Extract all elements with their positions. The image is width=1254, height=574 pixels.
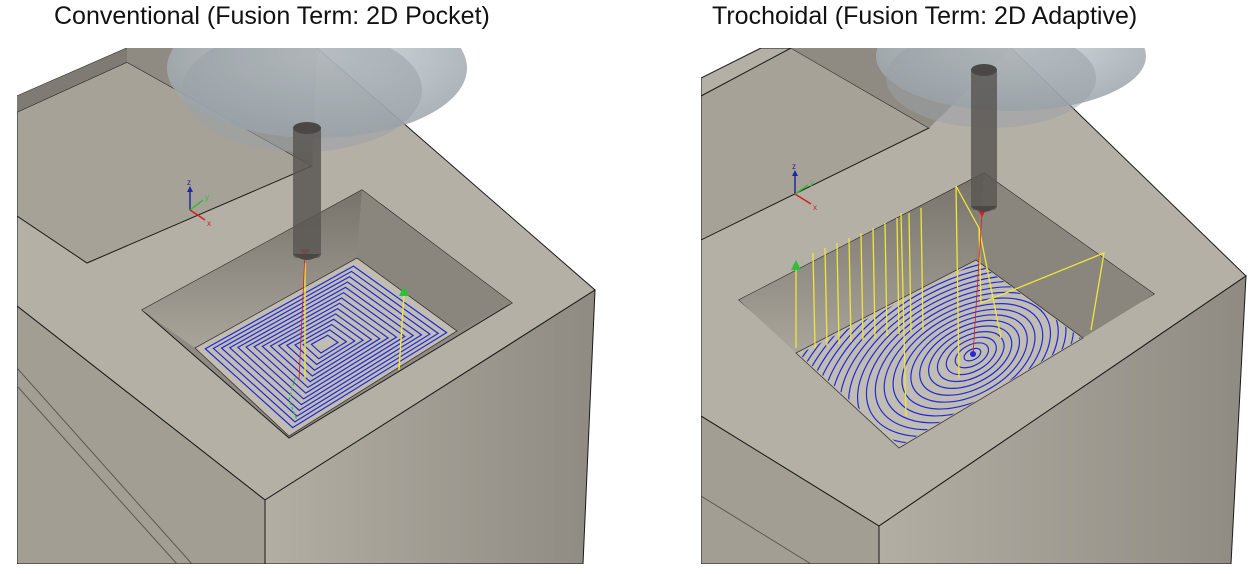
pocket-floor bbox=[795, 259, 1084, 449]
adaptive-toolpath-loop bbox=[936, 331, 1005, 383]
coordinate-triad: z y x bbox=[187, 178, 211, 228]
pocket-toolpath-loop bbox=[228, 281, 423, 412]
adaptive-toolpath-loop bbox=[945, 336, 997, 376]
plunge-line bbox=[298, 252, 306, 381]
trochoidal-link bbox=[812, 252, 816, 349]
stock-front-face bbox=[701, 415, 880, 564]
left-panel-title: Conventional (Fusion Term: 2D Pocket) bbox=[54, 2, 490, 30]
pocket-toolpath-loop bbox=[236, 286, 415, 406]
right-panel-title: Trochoidal (Fusion Term: 2D Adaptive) bbox=[712, 2, 1138, 30]
pocket-toolpath-loop bbox=[261, 302, 390, 389]
end-mill-shank bbox=[293, 126, 321, 258]
pocket-toolpath-loop bbox=[310, 334, 340, 354]
triad-x-label: x bbox=[207, 219, 211, 228]
right-3d-viewport[interactable]: z y x bbox=[701, 48, 1254, 564]
plunge-line bbox=[972, 212, 983, 357]
lead-in-path bbox=[288, 377, 298, 421]
trochoidal-link bbox=[824, 247, 828, 347]
pocket-toolpath-loop bbox=[204, 265, 448, 429]
pocket-back-wall-right bbox=[357, 190, 512, 331]
entry-marker-icon bbox=[791, 260, 801, 270]
spiral-center bbox=[970, 351, 976, 357]
trochoidal-link bbox=[896, 217, 900, 335]
adaptive-toolpath-loop bbox=[919, 319, 1021, 396]
adaptive-toolpath-loop bbox=[963, 347, 982, 362]
active-pocket[interactable] bbox=[732, 172, 1189, 562]
adaptive-toolpath-loop bbox=[954, 342, 990, 369]
pocket-toolpath-loop bbox=[277, 313, 373, 377]
cutting-tool[interactable] bbox=[167, 48, 467, 260]
trochoidal-link bbox=[920, 207, 924, 331]
trochoidal-link bbox=[908, 212, 912, 333]
pocket-toolpath-loop bbox=[302, 329, 348, 360]
trochoidal-link bbox=[860, 232, 864, 341]
triad-z-label: z bbox=[792, 162, 796, 171]
stock-front-face bbox=[17, 305, 266, 564]
end-mill-shank bbox=[971, 68, 997, 210]
trochoidal-link bbox=[884, 222, 888, 337]
back-pocket-floor bbox=[17, 61, 314, 264]
trochoidal-link bbox=[872, 227, 876, 339]
trochoidal-link bbox=[848, 237, 852, 343]
triad-y-label: y bbox=[810, 178, 814, 187]
triad-x-label: x bbox=[813, 203, 817, 212]
triad-z-label: z bbox=[187, 178, 191, 187]
trochoidal-rapid-passes bbox=[795, 185, 1105, 417]
left-3d-viewport[interactable]: z y x bbox=[17, 48, 602, 564]
cutting-tool[interactable] bbox=[876, 48, 1146, 212]
adaptive-toolpath-loop bbox=[910, 314, 1028, 403]
pocket-toolpath-loop bbox=[269, 307, 381, 383]
pocket-toolpath-loop bbox=[253, 297, 398, 394]
pocket-toolpath-loop bbox=[245, 291, 406, 400]
pocket-back-wall-right bbox=[976, 173, 1154, 338]
pocket-toolpath-loop bbox=[293, 323, 356, 366]
rapid-move bbox=[398, 293, 405, 371]
trochoidal-link bbox=[836, 242, 840, 345]
triad-y-label: y bbox=[205, 193, 209, 202]
pocket-toolpath-loop bbox=[220, 276, 431, 417]
coordinate-triad: z y x bbox=[792, 162, 817, 212]
exit-marker-icon bbox=[399, 286, 409, 296]
